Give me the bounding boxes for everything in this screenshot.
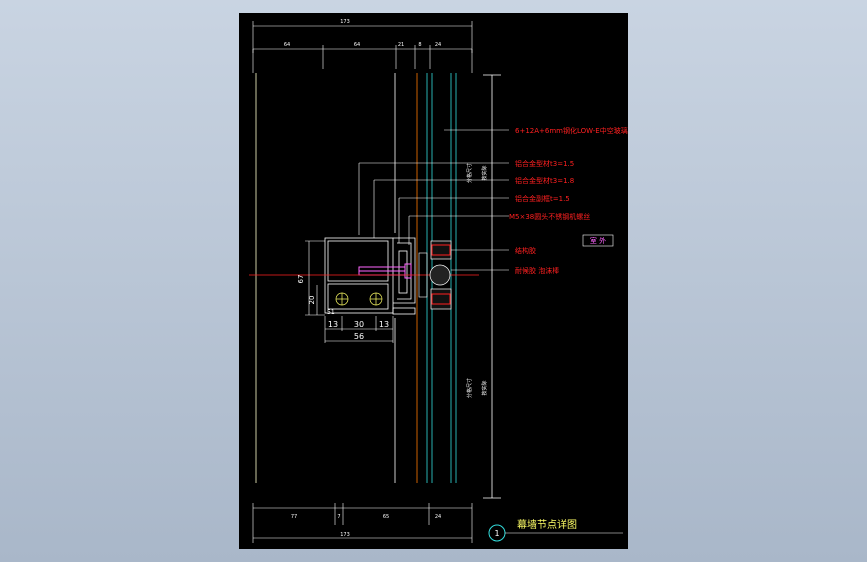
right-dim-upper-a: 分格尺寸 (466, 163, 473, 183)
profile-dimension-lines (324, 316, 394, 343)
callout-leader-lines (358, 129, 509, 271)
callout-subframe: 铝合金副框t=1.5 (515, 194, 570, 203)
bottom-dim-3: 65 (383, 514, 389, 520)
detail-number: 1 (494, 529, 499, 538)
top-dim-1: 64 (284, 42, 290, 48)
profile-dim-30: 30 (354, 320, 364, 329)
bottom-dim-1: 77 (291, 514, 297, 520)
bottom-dimension-texts: 77 7 65 24 173 (291, 514, 441, 538)
anchor-bolt (358, 263, 412, 279)
screw-heads (335, 292, 383, 306)
profile-small-dim: 51 (327, 309, 335, 316)
profile-dimension-texts: 51 13 30 13 56 (327, 309, 389, 341)
right-dim-lower-a: 分格尺寸 (466, 378, 473, 398)
callout-alu-1-8: 铝合金型材t3=1.8 (515, 176, 574, 185)
profile-dim-13b: 13 (379, 320, 389, 329)
callout-glass: 6+12A+6mm钢化LOW-E中空玻璃 (515, 126, 628, 135)
left-height-dim: 67 (297, 275, 305, 284)
bottom-dim-2: 7 (337, 514, 340, 520)
profile-width-dim: 56 (354, 332, 364, 341)
cad-drawing: 173 64 64 21 8 24 (249, 19, 628, 543)
glazing-sealant-blocks (418, 240, 452, 310)
callout-structural-sealant: 结构胶 (515, 246, 536, 255)
bottom-dim-4: 24 (435, 514, 441, 520)
detail-title: 幕墙节点详图 (517, 518, 577, 531)
callout-screw: M5×38圆头不锈钢机螺丝 (509, 212, 590, 221)
top-dim-4: 8 (418, 42, 421, 48)
drawing-sheet: 173 64 64 21 8 24 (239, 13, 628, 549)
right-dim-upper-b: 按实际 (481, 165, 488, 180)
top-dimension-texts: 173 64 64 21 8 24 (284, 19, 441, 48)
callout-labels: 6+12A+6mm钢化LOW-E中空玻璃 铝合金型材t3=1.5 铝合金型材t3… (509, 126, 628, 275)
top-overall-dim: 173 (340, 19, 350, 25)
left-dimension (305, 240, 325, 316)
right-dim-lower-b: 按实际 (481, 380, 488, 395)
bottom-overall-dim: 173 (340, 532, 350, 538)
exterior-label-box (582, 234, 614, 247)
exterior-label: 室 外 (590, 236, 606, 245)
left-sub-dim: 20 (308, 296, 316, 305)
top-dim-5: 24 (435, 42, 441, 48)
left-dimension-texts: 67 20 (297, 275, 316, 305)
vertical-guide-lines (255, 73, 501, 499)
mullion-profile (324, 237, 416, 315)
top-dim-3: 21 (398, 42, 404, 48)
top-dim-2: 64 (354, 42, 360, 48)
right-dimension-texts: 分格尺寸 按实际 分格尺寸 按实际 (466, 163, 488, 398)
bottom-dimension-chain (252, 503, 473, 543)
top-dimension-chain (252, 21, 473, 73)
profile-dim-13a: 13 (328, 320, 338, 329)
callout-alu-1-5: 铝合金型材t3=1.5 (515, 159, 574, 168)
callout-weather-sealant: 耐候胶 泡沫棒 (515, 266, 559, 275)
